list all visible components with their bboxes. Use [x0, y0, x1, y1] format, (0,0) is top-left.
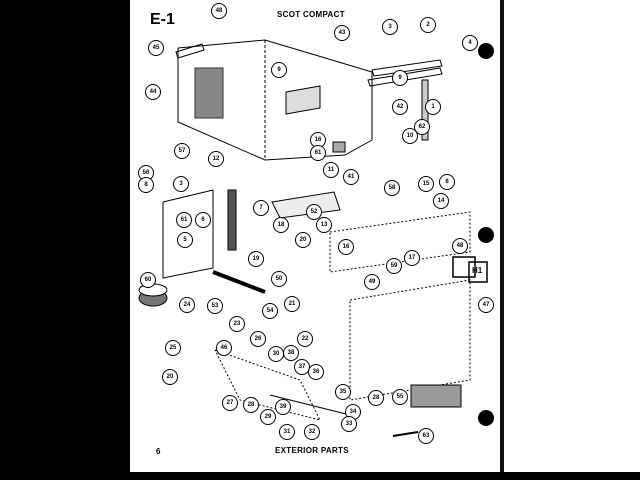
part-callout-48[interactable]: 48 [211, 3, 227, 19]
binder-hole [478, 227, 494, 243]
part-callout-36[interactable]: 36 [308, 364, 324, 380]
part-callout-16[interactable]: 16 [338, 239, 354, 255]
part-callout-52[interactable]: 52 [306, 204, 322, 220]
side-louver [194, 67, 224, 119]
shaft [269, 394, 351, 416]
part-callout-42[interactable]: 42 [392, 99, 408, 115]
part-callout-23[interactable]: 23 [229, 316, 245, 332]
part-callout-22[interactable]: 22 [297, 331, 313, 347]
part-callout-57[interactable]: 57 [174, 143, 190, 159]
knob-frame [468, 261, 488, 283]
part-callout-17[interactable]: 17 [404, 250, 420, 266]
part-callout-4[interactable]: 4 [462, 35, 478, 51]
part-callout-28[interactable]: 28 [243, 397, 259, 413]
coil [329, 211, 471, 273]
part-callout-8[interactable]: 8 [439, 174, 455, 190]
part-callout-43[interactable]: 43 [334, 25, 350, 41]
binder-hole [478, 410, 494, 426]
part-callout-21[interactable]: 21 [284, 296, 300, 312]
motor-bracket [214, 349, 321, 421]
strap [212, 270, 266, 294]
part-callout-59[interactable]: 59 [386, 258, 402, 274]
part-callout-41[interactable]: 41 [343, 169, 359, 185]
part-callout-30[interactable]: 30 [268, 346, 284, 362]
part-callout-58[interactable]: 58 [384, 180, 400, 196]
front-rail-lower [367, 67, 443, 87]
cabinet-outline [177, 39, 373, 161]
part-callout-44[interactable]: 44 [145, 84, 161, 100]
part-callout-20[interactable]: 20 [295, 232, 311, 248]
part-callout-38[interactable]: 38 [283, 345, 299, 361]
part-callout-9[interactable]: 9 [271, 62, 287, 78]
part-callout-1[interactable]: 1 [425, 99, 441, 115]
scan-border [0, 472, 640, 480]
part-callout-20[interactable]: 20 [162, 369, 178, 385]
part-callout-26[interactable]: 26 [250, 331, 266, 347]
diagram-title: SCOT COMPACT [277, 10, 345, 19]
part-callout-7[interactable]: 7 [253, 200, 269, 216]
front-rail [371, 59, 443, 77]
part-callout-13[interactable]: 13 [316, 217, 332, 233]
part-callout-27[interactable]: 27 [222, 395, 238, 411]
part-callout-24[interactable]: 24 [179, 297, 195, 313]
part-callout-2[interactable]: 2 [420, 17, 436, 33]
top-rail [175, 43, 205, 59]
control-box [285, 85, 321, 115]
inset-label: H1 [472, 266, 483, 275]
diagram-footer: EXTERIOR PARTS [275, 446, 349, 455]
grille-frame [162, 189, 214, 279]
figure-id: E-1 [150, 11, 175, 28]
part-callout-63[interactable]: 63 [418, 428, 434, 444]
part-callout-48[interactable]: 48 [452, 238, 468, 254]
bracket [332, 141, 346, 153]
part-callout-31[interactable]: 31 [279, 424, 295, 440]
part-callout-61[interactable]: 61 [310, 145, 326, 161]
part-callout-25[interactable]: 25 [165, 340, 181, 356]
part-callout-3[interactable]: 3 [382, 19, 398, 35]
wire [392, 431, 419, 437]
part-callout-47[interactable]: 47 [478, 297, 494, 313]
part-callout-62[interactable]: 62 [414, 119, 430, 135]
part-callout-54[interactable]: 54 [262, 303, 278, 319]
part-callout-18[interactable]: 18 [273, 217, 289, 233]
filter [227, 189, 237, 251]
binder-hole [478, 43, 494, 59]
page-number: 6 [156, 447, 161, 456]
part-callout-3[interactable]: 3 [173, 176, 189, 192]
margin [504, 0, 640, 480]
part-callout-28[interactable]: 28 [368, 390, 384, 406]
vent-insert [452, 256, 476, 278]
page-edge [500, 0, 505, 480]
part-callout-10[interactable]: 10 [402, 128, 418, 144]
part-callout-53[interactable]: 53 [207, 298, 223, 314]
part-callout-49[interactable]: 49 [364, 274, 380, 290]
part-callout-45[interactable]: 45 [148, 40, 164, 56]
cover-plate [271, 191, 341, 219]
part-callout-8[interactable]: 8 [138, 177, 154, 193]
chassis [349, 279, 471, 401]
part-callout-32[interactable]: 32 [304, 424, 320, 440]
part-callout-35[interactable]: 35 [335, 384, 351, 400]
part-callout-6[interactable]: 6 [195, 212, 211, 228]
part-callout-12[interactable]: 12 [208, 151, 224, 167]
part-callout-5[interactable]: 5 [177, 232, 193, 248]
part-callout-14[interactable]: 14 [433, 193, 449, 209]
heater-coil [410, 384, 462, 408]
part-callout-29[interactable]: 29 [260, 409, 276, 425]
part-callout-55[interactable]: 55 [392, 389, 408, 405]
part-callout-50[interactable]: 50 [271, 271, 287, 287]
part-callout-9[interactable]: 9 [392, 70, 408, 86]
part-callout-19[interactable]: 19 [248, 251, 264, 267]
part-callout-61[interactable]: 61 [176, 212, 192, 228]
part-callout-33[interactable]: 33 [341, 416, 357, 432]
part-callout-11[interactable]: 11 [323, 162, 339, 178]
part-callout-15[interactable]: 15 [418, 176, 434, 192]
part-callout-60[interactable]: 60 [140, 272, 156, 288]
part-callout-39[interactable]: 39 [275, 399, 291, 415]
part-callout-46[interactable]: 46 [216, 340, 232, 356]
